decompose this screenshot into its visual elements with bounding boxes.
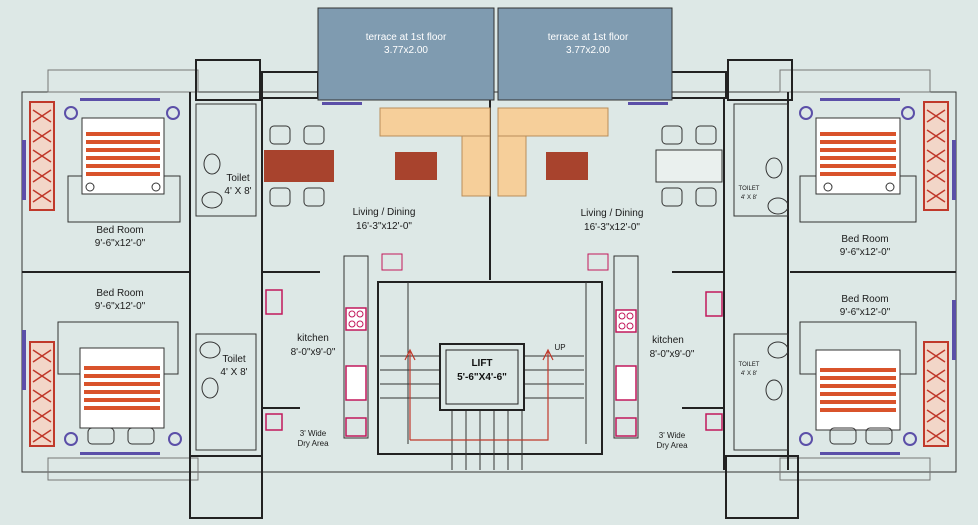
bed-bottom-left-name: Bed Room <box>96 288 143 299</box>
kitchen-left-size: 8'-0"x9'-0" <box>291 347 336 358</box>
beds <box>57 106 917 446</box>
bed-bottom-right <box>799 321 917 446</box>
toilet-bottom-left <box>195 333 257 451</box>
wardrobe-top-left <box>29 101 55 211</box>
sofa-left <box>379 107 491 197</box>
toilet-top-left-size: 4' X 8' <box>224 186 251 197</box>
kitchen-right-name: kitchen <box>652 335 684 346</box>
wardrobes <box>29 101 949 447</box>
labels: Bed Room 9'-6"x12'-0" Bed Room 9'-6"x12'… <box>95 173 891 450</box>
bed-top-right-size: 9'-6"x12'-0" <box>840 247 891 258</box>
toilets <box>195 103 789 451</box>
sofa-right <box>497 107 609 197</box>
lift-size: 5'-6"X4'-6" <box>457 372 507 383</box>
terrace-right-title: terrace at 1st floor <box>548 32 629 43</box>
kitchen-left-name: kitchen <box>297 333 329 344</box>
terrace-left-title: terrace at 1st floor <box>366 32 447 43</box>
bed-top-right-name: Bed Room <box>841 234 888 245</box>
dry-area-right-line1: 3' Wide <box>659 431 686 440</box>
bed-top-right <box>799 106 917 223</box>
terrace-left: terrace at 1st floor 3.77x2.00 <box>317 7 495 101</box>
living-left-name: Living / Dining <box>353 207 416 218</box>
bed-top-left-name: Bed Room <box>96 225 143 236</box>
toilet-top-left <box>195 103 257 217</box>
terrace-right-size: 3.77x2.00 <box>566 45 610 56</box>
toilet-top-right <box>733 103 789 217</box>
toilet-bottom-right-name: TOILET <box>739 362 760 368</box>
dry-area-left-line1: 3' Wide <box>300 429 327 438</box>
bed-bottom-left <box>57 321 182 446</box>
living-right-size: 16'-3"x12'-0" <box>584 222 640 233</box>
living-right-name: Living / Dining <box>581 208 644 219</box>
kitchen-left-fixtures <box>343 253 403 439</box>
terrace-right: terrace at 1st floor 3.77x2.00 <box>497 7 673 101</box>
bed-bottom-left-size: 9'-6"x12'-0" <box>95 301 146 312</box>
toilet-top-right-size: 4' X 8' <box>741 195 757 201</box>
dining-right <box>655 125 723 207</box>
dry-area-left-line2: Dry Area <box>297 439 329 448</box>
wardrobe-bottom-right <box>923 341 949 447</box>
dry-area-fixtures <box>265 289 723 431</box>
dry-area-right-line2: Dry Area <box>656 441 688 450</box>
bed-top-left <box>64 106 181 223</box>
bed-bottom-right-size: 9'-6"x12'-0" <box>840 307 891 318</box>
lift-name: LIFT <box>471 358 492 369</box>
toilet-top-right-name: TOILET <box>739 186 760 192</box>
toilet-bottom-right <box>733 333 789 451</box>
kitchen-right-size: 8'-0"x9'-0" <box>650 349 695 360</box>
dining-left <box>264 125 334 207</box>
toilet-bottom-left-name: Toilet <box>222 354 246 365</box>
bed-top-left-size: 9'-6"x12'-0" <box>95 238 146 249</box>
bed-bottom-right-name: Bed Room <box>841 294 888 305</box>
kitchen-right-fixtures <box>587 253 639 439</box>
stair-core <box>377 281 603 470</box>
terrace-left-size: 3.77x2.00 <box>384 45 428 56</box>
toilet-bottom-left-size: 4' X 8' <box>220 367 247 378</box>
wardrobe-top-right <box>923 101 949 211</box>
wardrobe-bottom-left <box>29 341 55 447</box>
toilet-bottom-right-size: 4' X 8' <box>741 371 757 377</box>
stairs-up-label: UP <box>554 343 565 352</box>
living-left-size: 16'-3"x12'-0" <box>356 221 412 232</box>
toilet-top-left-name: Toilet <box>226 173 250 184</box>
windows <box>22 98 956 455</box>
